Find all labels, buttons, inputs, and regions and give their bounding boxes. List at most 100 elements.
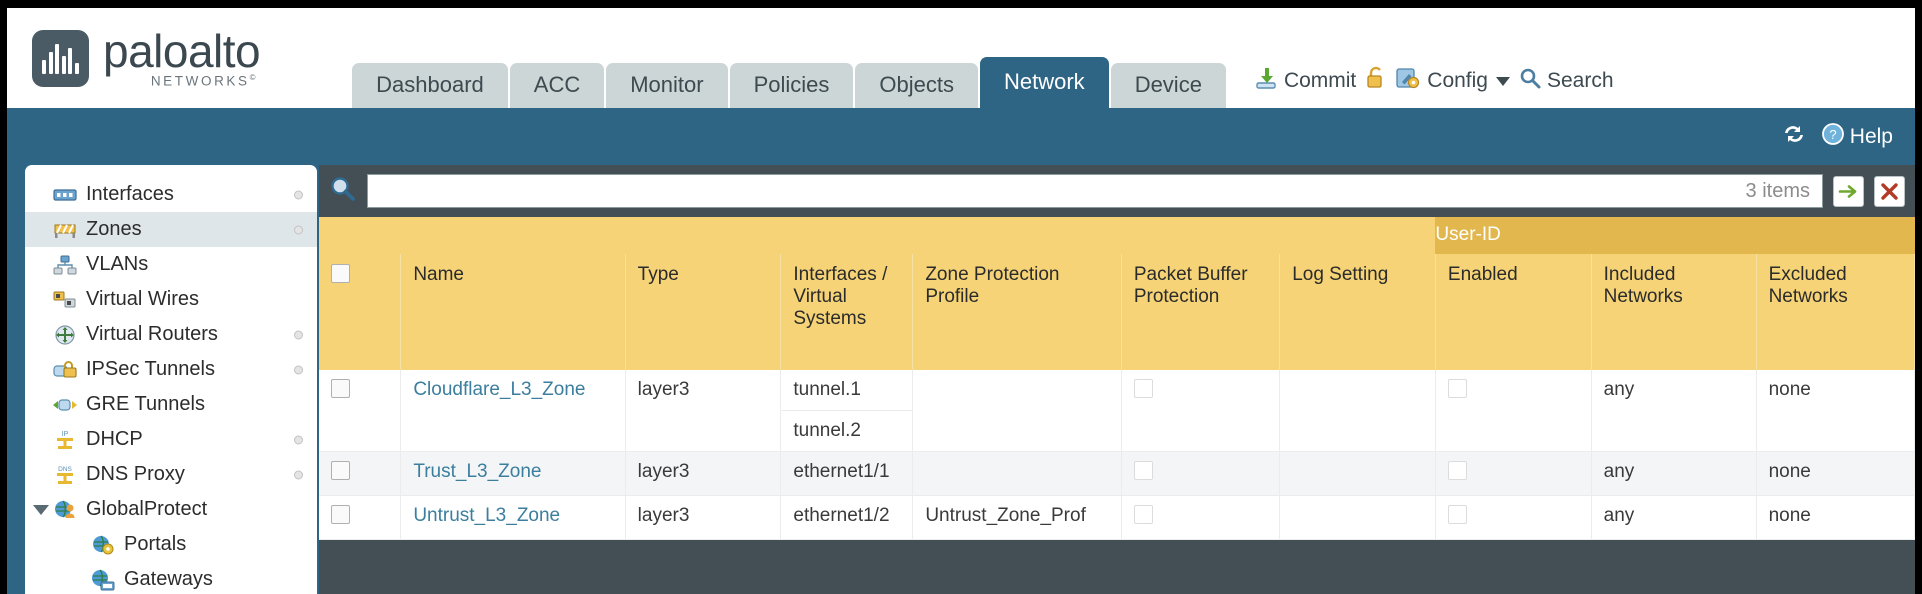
select-all-checkbox[interactable] — [331, 264, 350, 283]
sidebar-label: Interfaces — [86, 183, 174, 205]
included-networks-cell: any — [1591, 451, 1757, 496]
tab-objects[interactable]: Objects — [855, 63, 978, 108]
table-header-row: Name Type Interfaces / Virtual Systems Z… — [319, 254, 1915, 370]
tab-dashboard[interactable]: Dashboard — [352, 63, 508, 108]
sidebar-item-portals[interactable]: Portals — [25, 527, 317, 562]
sidebar-item-virtual-wires[interactable]: Virtual Wires — [25, 282, 317, 317]
group-header-userid: User-ID — [1435, 217, 1915, 254]
sidebar-item-zones[interactable]: Zones — [25, 212, 317, 247]
sidebar-item-ipsec-tunnels[interactable]: IPSec Tunnels — [25, 352, 317, 387]
column-header-excluded-networks[interactable]: Excluded Networks — [1756, 254, 1915, 370]
commit-button[interactable]: Commit — [1254, 66, 1356, 96]
chevron-down-icon[interactable] — [1495, 76, 1510, 86]
search-input[interactable]: 3 items — [367, 174, 1823, 208]
row-checkbox[interactable] — [331, 505, 350, 524]
sidebar-item-gateways[interactable]: Gateways — [25, 562, 317, 594]
sidebar-item-globalprotect[interactable]: GlobalProtect — [25, 492, 317, 527]
zones-panel: 3 items User-ID — [319, 165, 1915, 594]
column-header-interfaces[interactable]: Interfaces / Virtual Systems — [780, 254, 914, 370]
globalprotect-icon — [53, 499, 77, 521]
filter-bar: 3 items — [319, 165, 1915, 217]
sidebar-label: GRE Tunnels — [86, 393, 205, 415]
tab-policies[interactable]: Policies — [729, 63, 854, 108]
zone-name-cell: Cloudflare_L3_Zone — [400, 370, 626, 452]
help-button[interactable]: ? Help — [1821, 122, 1893, 152]
virtual-wires-icon — [53, 289, 77, 311]
zone-link[interactable]: Trust_L3_Zone — [413, 461, 542, 482]
portals-icon — [91, 534, 115, 556]
apply-filter-button[interactable] — [1833, 175, 1864, 207]
zone-link[interactable]: Cloudflare_L3_Zone — [413, 379, 586, 400]
sidebar-item-dns-proxy[interactable]: DNS DNS Proxy — [25, 457, 317, 492]
refresh-icon[interactable] — [1781, 122, 1807, 151]
sidebar-label: IPSec Tunnels — [86, 358, 215, 380]
userid-enabled-checkbox[interactable] — [1447, 379, 1467, 398]
column-header-enabled[interactable]: Enabled — [1435, 254, 1592, 370]
tab-monitor[interactable]: Monitor — [606, 63, 728, 108]
chevron-down-icon[interactable] — [33, 504, 49, 515]
app-header: paloalto NETWORKS© Dashboard ACC Monitor… — [7, 8, 1915, 108]
row-checkbox[interactable] — [331, 379, 350, 398]
search-magnifier-icon[interactable] — [327, 174, 357, 209]
sidebar-status-dot — [294, 365, 303, 374]
clear-filter-button[interactable] — [1874, 175, 1905, 207]
search-button[interactable]: Search — [1519, 67, 1614, 95]
excluded-networks-cell: none — [1756, 451, 1915, 496]
svg-text:?: ? — [1829, 127, 1836, 142]
zone-type-cell: layer3 — [625, 495, 782, 540]
row-select-cell — [319, 451, 402, 496]
sidebar-label: VLANs — [86, 253, 149, 275]
sidebar-item-interfaces[interactable]: Interfaces — [25, 177, 317, 212]
lock-icon — [1365, 66, 1387, 96]
help-icon: ? — [1821, 122, 1845, 152]
zones-icon — [53, 219, 77, 241]
sidebar-label: DNS Proxy — [86, 463, 185, 485]
vlans-icon — [53, 254, 77, 276]
interface-item: tunnel.1 — [781, 370, 913, 411]
sidebar-status-dot — [294, 330, 303, 339]
main-nav-tabs: Dashboard ACC Monitor Policies Objects N… — [352, 8, 1228, 108]
brand-logo: paloalto NETWORKS© — [7, 8, 261, 108]
tab-acc[interactable]: ACC — [509, 63, 605, 108]
userid-enabled-checkbox[interactable] — [1447, 505, 1467, 524]
table-row[interactable]: Untrust_L3_Zone layer3 ethernet1/2 Untru… — [319, 495, 1915, 540]
brand-name: paloalto — [103, 25, 261, 78]
column-header-type[interactable]: Type — [625, 254, 782, 370]
excluded-networks-cell: none — [1756, 370, 1915, 452]
tab-device[interactable]: Device — [1110, 63, 1226, 108]
sidebar-status-dot — [294, 190, 303, 199]
column-header-packet-buffer-protection[interactable]: Packet Buffer Protection — [1121, 254, 1281, 370]
tab-network[interactable]: Network — [980, 57, 1109, 108]
zone-protection-profile-cell — [912, 370, 1122, 452]
zone-type-cell: layer3 — [625, 370, 782, 452]
column-header-included-networks[interactable]: Included Networks — [1591, 254, 1757, 370]
log-setting-cell — [1279, 451, 1436, 496]
included-networks-cell: any — [1591, 370, 1757, 452]
config-button[interactable]: Config — [1396, 66, 1510, 96]
sidebar-item-virtual-routers[interactable]: Virtual Routers — [25, 317, 317, 352]
column-header-name[interactable]: Name — [400, 254, 626, 370]
column-header-log-setting[interactable]: Log Setting — [1279, 254, 1436, 370]
packet-buffer-protection-cell — [1121, 451, 1281, 496]
packet-buffer-protection-checkbox[interactable] — [1133, 379, 1153, 398]
zone-name-cell: Trust_L3_Zone — [400, 451, 626, 496]
included-networks-cell: any — [1591, 495, 1757, 540]
column-header-zone-protection-profile[interactable]: Zone Protection Profile — [912, 254, 1122, 370]
sidebar-item-dhcp[interactable]: IP DHCP — [25, 422, 317, 457]
commit-icon — [1254, 66, 1278, 96]
sidebar-label: DHCP — [86, 428, 143, 450]
lock-button[interactable] — [1365, 66, 1387, 96]
sidebar-item-gre-tunnels[interactable]: GRE Tunnels — [25, 387, 317, 422]
sidebar-item-vlans[interactable]: VLANs — [25, 247, 317, 282]
zone-link[interactable]: Untrust_L3_Zone — [413, 505, 561, 526]
userid-enabled-checkbox[interactable] — [1447, 461, 1467, 480]
packet-buffer-protection-checkbox[interactable] — [1133, 461, 1153, 480]
packet-buffer-protection-checkbox[interactable] — [1133, 505, 1153, 524]
table-row[interactable]: Cloudflare_L3_Zone layer3 tunnel.1 tunne… — [319, 370, 1915, 452]
table-body: Cloudflare_L3_Zone layer3 tunnel.1 tunne… — [319, 370, 1915, 540]
zone-protection-profile-cell: Untrust_Zone_Prof — [912, 495, 1122, 540]
gre-tunnels-icon — [53, 394, 77, 416]
zone-interfaces-cell: ethernet1/2 — [780, 495, 914, 540]
table-row[interactable]: Trust_L3_Zone layer3 ethernet1/1 any non… — [319, 451, 1915, 496]
row-checkbox[interactable] — [331, 461, 350, 480]
